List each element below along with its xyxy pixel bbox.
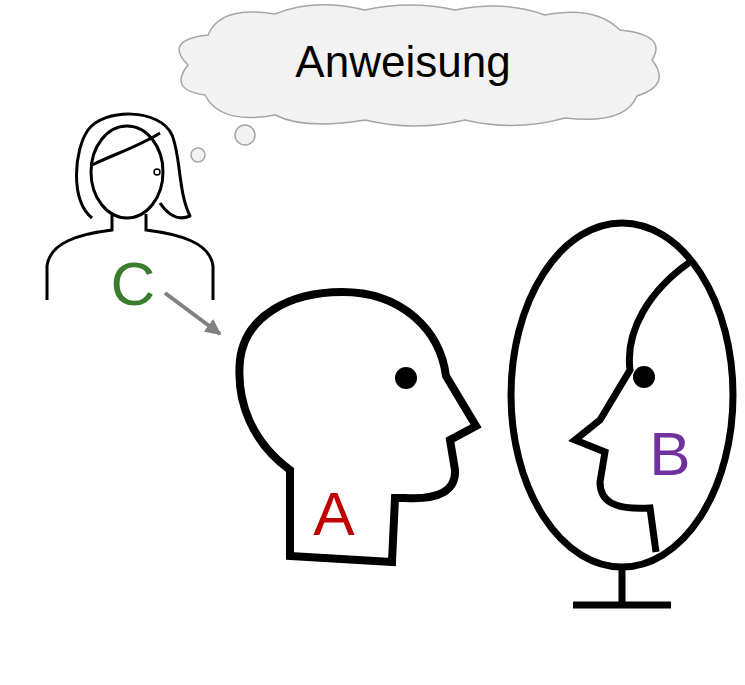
- pointer-arrow: [165, 293, 220, 334]
- mirror-foot: [573, 602, 671, 609]
- thought-dot: [191, 148, 205, 162]
- thought-text: Anweisung: [295, 40, 510, 84]
- mirror-stroke: [633, 366, 655, 388]
- thought-cloud-stroke: [179, 5, 659, 126]
- head-profile-stroke: [395, 367, 417, 389]
- head-profile: A: [232, 286, 488, 576]
- thought-dot: [235, 125, 255, 145]
- head-letter: A: [313, 483, 354, 545]
- person-figure: C: [40, 108, 220, 305]
- person-letter: C: [111, 253, 156, 315]
- mirror-letter: B: [649, 423, 690, 485]
- person-figure-stroke: [154, 169, 160, 175]
- person-figure-stroke: [91, 126, 163, 218]
- mirror-stroke: [575, 262, 690, 552]
- mirror-outline: [505, 218, 739, 570]
- person-figure-stroke: [77, 114, 191, 218]
- mirror: B: [505, 218, 739, 570]
- head-profile-outline: [232, 286, 488, 576]
- mirror-stroke: [511, 223, 733, 567]
- head-profile-stroke: [239, 292, 476, 562]
- mirror-stand: [619, 565, 626, 605]
- person-figure-stroke: [92, 133, 160, 165]
- thought-cloud: Anweisung: [160, 0, 675, 135]
